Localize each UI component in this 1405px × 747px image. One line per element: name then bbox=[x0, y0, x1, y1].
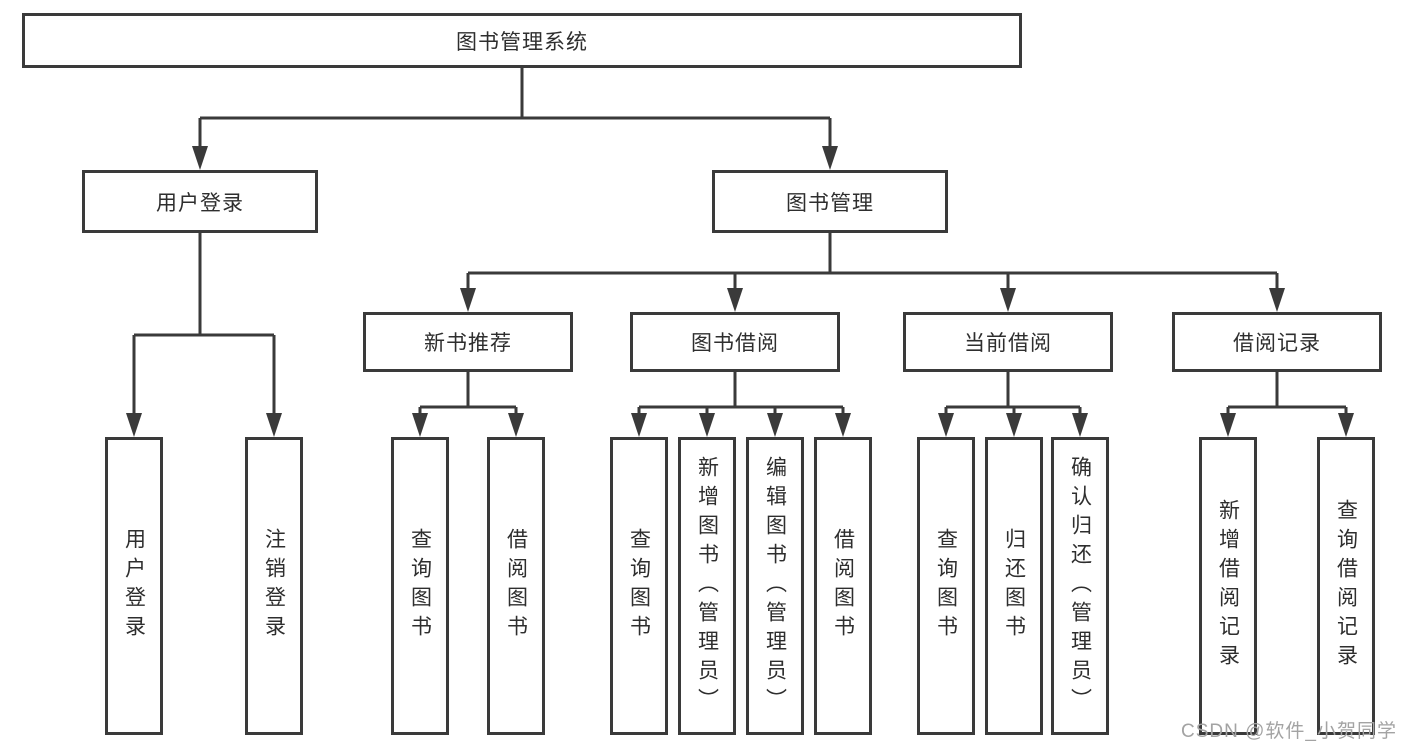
node-library-management-system: 图书管理系统 bbox=[22, 13, 1022, 68]
node-user-login: 用户登录 bbox=[82, 170, 318, 233]
arrowhead bbox=[1072, 413, 1088, 437]
arrowhead bbox=[631, 413, 647, 437]
node-book-management: 图书管理 bbox=[712, 170, 948, 233]
node-label: 确认归还（管理员） bbox=[1068, 455, 1092, 717]
arrowhead bbox=[938, 413, 954, 437]
arrowhead bbox=[1269, 288, 1285, 312]
arrowhead bbox=[699, 413, 715, 437]
node-query-borrow-record: 查询借阅记录 bbox=[1317, 437, 1375, 735]
node-borrow-books-2: 借阅图书 bbox=[814, 437, 872, 735]
node-label: 用户登录 bbox=[122, 528, 146, 644]
node-query-books-3: 查询图书 bbox=[917, 437, 975, 735]
arrowhead bbox=[1006, 413, 1022, 437]
node-borrow-books-1: 借阅图书 bbox=[487, 437, 545, 735]
node-label: 编辑图书（管理员） bbox=[763, 455, 787, 717]
node-label: 借阅图书 bbox=[831, 528, 855, 644]
node-label: 查询图书 bbox=[408, 528, 432, 644]
arrowhead bbox=[835, 413, 851, 437]
node-book-borrowing: 图书借阅 bbox=[630, 312, 840, 372]
node-edit-books-admin: 编辑图书（管理员） bbox=[746, 437, 804, 735]
node-label: 查询借阅记录 bbox=[1334, 499, 1358, 673]
node-return-books: 归还图书 bbox=[985, 437, 1043, 735]
node-label: 归还图书 bbox=[1002, 528, 1026, 644]
node-label: 查询图书 bbox=[934, 528, 958, 644]
node-label: 借阅图书 bbox=[504, 528, 528, 644]
node-query-books-2: 查询图书 bbox=[610, 437, 668, 735]
arrowhead bbox=[1220, 413, 1236, 437]
node-current-borrowing: 当前借阅 bbox=[903, 312, 1113, 372]
arrowhead bbox=[192, 146, 208, 170]
arrowhead bbox=[767, 413, 783, 437]
arrowhead bbox=[822, 146, 838, 170]
node-user-login-leaf: 用户登录 bbox=[105, 437, 163, 735]
arrowhead bbox=[727, 288, 743, 312]
node-logout: 注销登录 bbox=[245, 437, 303, 735]
watermark-text: CSDN @软件_小贺同学 bbox=[1181, 721, 1397, 742]
arrowhead bbox=[1338, 413, 1354, 437]
arrowhead bbox=[126, 413, 142, 437]
node-query-books-1: 查询图书 bbox=[391, 437, 449, 735]
arrowhead bbox=[266, 413, 282, 437]
node-add-books-admin: 新增图书（管理员） bbox=[678, 437, 736, 735]
node-label: 注销登录 bbox=[262, 528, 286, 644]
node-confirm-return-admin: 确认归还（管理员） bbox=[1051, 437, 1109, 735]
arrowhead bbox=[508, 413, 524, 437]
node-new-book-recommendation: 新书推荐 bbox=[363, 312, 573, 372]
node-borrowing-records: 借阅记录 bbox=[1172, 312, 1382, 372]
arrowhead bbox=[460, 288, 476, 312]
node-add-borrow-record: 新增借阅记录 bbox=[1199, 437, 1257, 735]
node-label: 新增图书（管理员） bbox=[695, 455, 719, 717]
node-label: 新增借阅记录 bbox=[1216, 499, 1240, 673]
arrowhead bbox=[1000, 288, 1016, 312]
arrowhead bbox=[412, 413, 428, 437]
node-label: 查询图书 bbox=[627, 528, 651, 644]
